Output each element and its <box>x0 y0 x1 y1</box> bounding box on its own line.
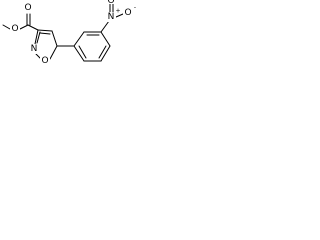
bond-c3-n <box>34 29 39 45</box>
bond-o-carbonyl-c <box>19 24 29 30</box>
atom-n-ring: N <box>31 44 38 54</box>
label-bg-o-nitro-a <box>123 8 133 18</box>
bond-methyl-o <box>2 24 11 30</box>
bond-c3-n-inner <box>36 31 41 44</box>
bond-carbonyl-c3 <box>27 24 39 31</box>
atom-o-nitro-b: O <box>107 0 114 6</box>
label-bg-n-ring <box>29 44 39 54</box>
bond-c3-c4-inner <box>39 32 51 35</box>
bond-ph-inner-2 <box>98 45 107 59</box>
atom-o-ring: O <box>41 56 48 66</box>
label-bg-o-ester <box>10 24 20 34</box>
bond-ph-3 <box>100 31 111 47</box>
atom-o-carbonyl: O <box>24 3 31 13</box>
label-bg-o-ring <box>40 56 50 66</box>
bond-ph-4 <box>100 45 111 62</box>
bond-n-o-minus <box>115 13 124 18</box>
label-bg-o-nitro-b <box>106 0 116 4</box>
atom-o-nitro-a-charge: - <box>134 5 136 12</box>
bond-ph-1 <box>73 31 85 47</box>
bonds <box>2 2 124 62</box>
bond-o-c5 <box>49 45 58 60</box>
atom-n-nitro: N <box>108 12 115 22</box>
atom-labels: O O N O N + O - O <box>10 0 136 66</box>
atom-o-ester: O <box>11 24 18 34</box>
bond-ph-inner-3 <box>78 45 87 59</box>
bond-c4-c5 <box>51 30 58 47</box>
chemical-structure-diagram: O O N O N + O - O <box>2 0 136 66</box>
atom-n-nitro-charge: + <box>115 8 120 15</box>
atom-o-nitro-a: O <box>124 8 131 18</box>
bond-phenyl-n-nitro <box>100 20 110 33</box>
label-bg-o-carbonyl <box>23 3 33 13</box>
label-bg-n-nitro <box>106 12 116 22</box>
bond-c3-c4 <box>37 29 53 32</box>
bond-ph-6 <box>73 45 85 62</box>
